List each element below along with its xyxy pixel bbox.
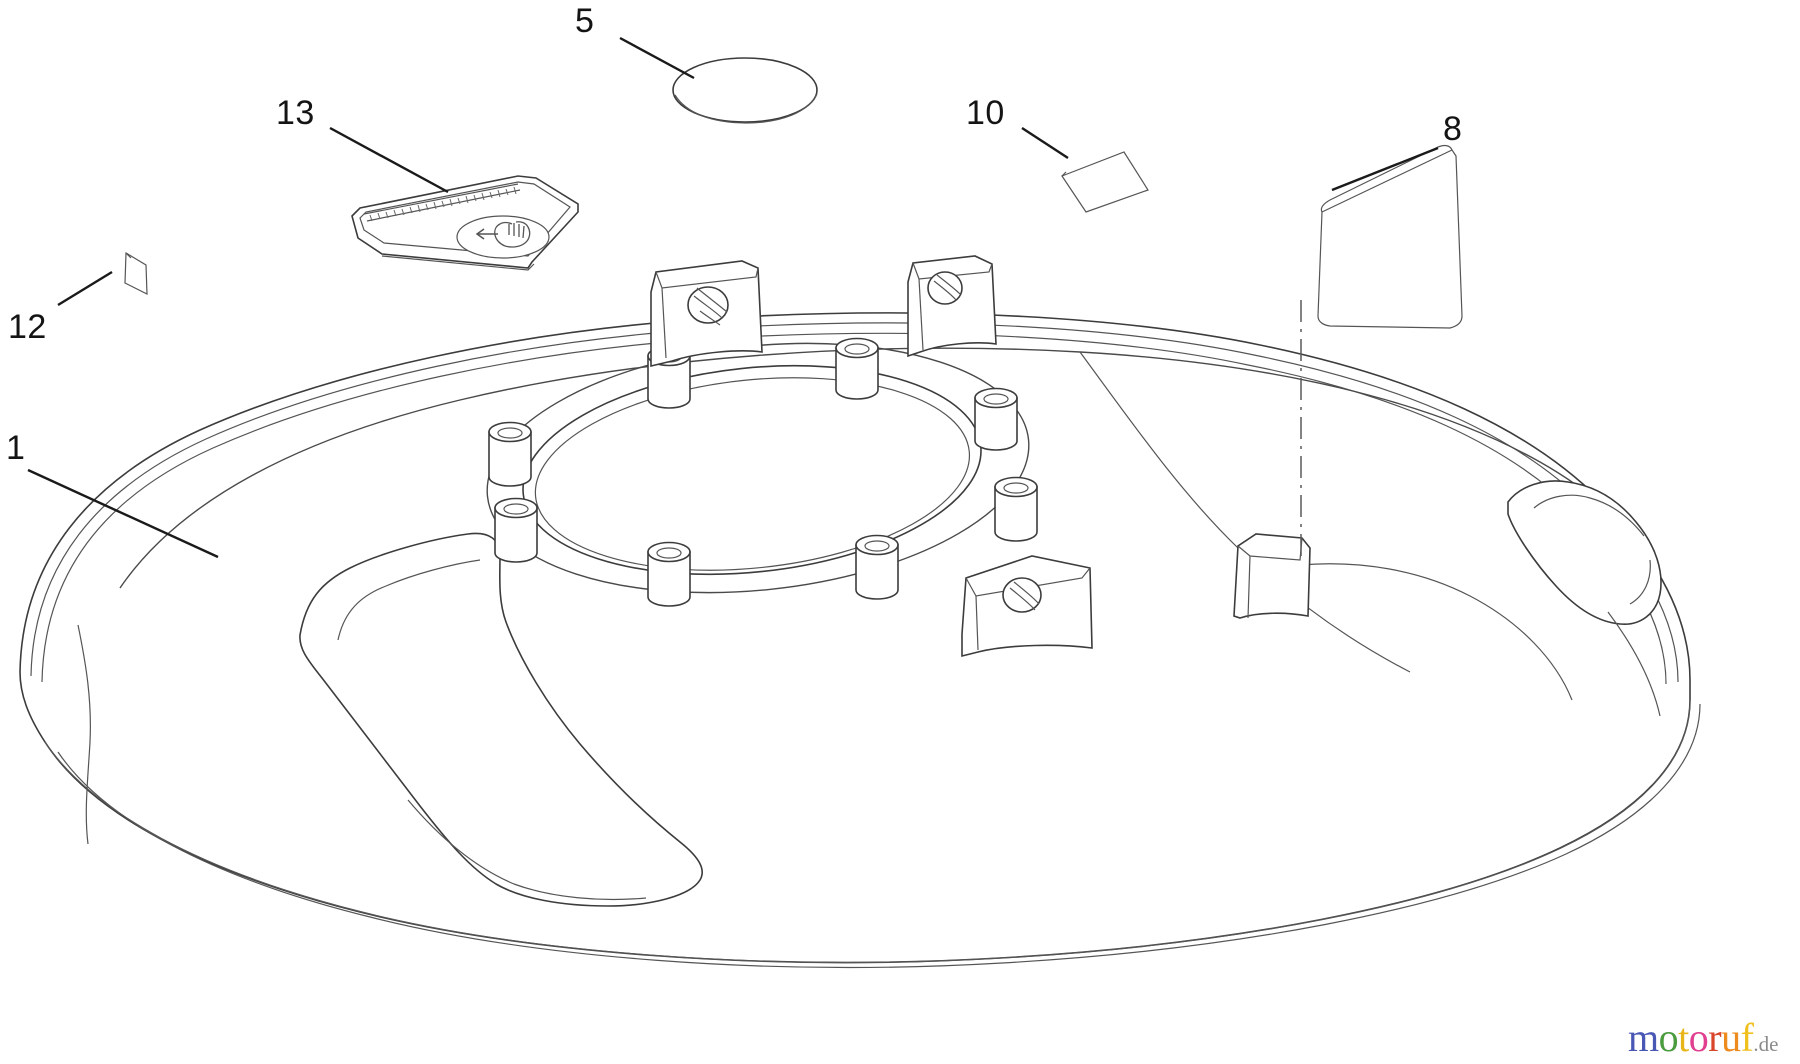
handle-recess-left-shadow <box>407 799 647 901</box>
deck-left-crease <box>77 624 91 845</box>
callout-number-8[interactable]: 8 <box>1443 110 1463 148</box>
callout-number-1[interactable]: 1 <box>6 429 26 467</box>
small-decal-strip[interactable] <box>1061 151 1149 213</box>
blade-spindle-cap-part[interactable] <box>672 57 818 124</box>
leader-line-8 <box>1331 146 1439 192</box>
watermark-letter-o1: o <box>1658 1015 1679 1060</box>
warning-decal-inner-border <box>359 181 571 257</box>
callout-number-13[interactable]: 13 <box>276 94 315 132</box>
deck-top-surface-break <box>119 347 1659 589</box>
watermark-suffix: .de <box>1753 1032 1779 1056</box>
watermark-letter-f: f <box>1740 1015 1754 1060</box>
handle-recess-right-edge <box>1629 559 1651 605</box>
boss-cylinder[interactable] <box>994 476 1038 542</box>
callout-leaders <box>27 36 1439 559</box>
warning-decal-ridge <box>363 183 519 215</box>
boss-cylinder[interactable] <box>974 387 1018 451</box>
deck-front-right-dip <box>1607 611 1661 717</box>
leader-line-1 <box>27 468 219 559</box>
handle-recess-left-inner <box>337 559 481 641</box>
boss-cylinder[interactable] <box>835 337 879 400</box>
large-decal-panel-edge <box>1321 149 1453 213</box>
small-decal-strip-part[interactable] <box>1061 151 1149 213</box>
boss-group <box>488 337 1038 607</box>
leader-line-13 <box>329 126 449 194</box>
boss-cylinder[interactable] <box>855 534 899 600</box>
deck-right-crease <box>1299 563 1573 701</box>
leader-line-10 <box>1021 126 1069 160</box>
warning-decal-hatching <box>369 186 517 222</box>
small-decal-strip-corner <box>1061 171 1067 177</box>
watermark-logo[interactable]: motoruf.de <box>1628 1018 1798 1058</box>
warning-decal-shadow <box>381 255 535 271</box>
blade-spindle-cap-edge <box>674 93 818 124</box>
watermark-letter-t: t <box>1678 1015 1689 1060</box>
callout-number-5[interactable]: 5 <box>575 2 595 40</box>
center-hub-opening-inner <box>534 377 971 571</box>
leader-line-12 <box>57 270 113 307</box>
mounting-bracket[interactable] <box>1233 533 1311 619</box>
deck-bottom-rim-2 <box>57 703 1701 969</box>
mounting-bracket[interactable] <box>907 255 997 358</box>
boss-cylinder[interactable] <box>494 497 538 563</box>
deck-housing-part[interactable] <box>19 255 1701 969</box>
hand-icon <box>475 221 531 248</box>
warning-decal-hand-part[interactable] <box>351 175 579 271</box>
boss-cylinder[interactable] <box>488 421 532 487</box>
large-decal-panel-part[interactable] <box>1317 144 1463 329</box>
mounting-bracket[interactable] <box>961 555 1093 658</box>
watermark-letter-m: m <box>1628 1015 1659 1060</box>
handle-recess-right[interactable] <box>1507 480 1662 625</box>
handle-recess-left[interactable] <box>299 532 704 907</box>
warning-pictogram-oval <box>456 215 550 259</box>
tiny-decal-tab[interactable] <box>124 251 148 295</box>
watermark-letter-u: u <box>1721 1015 1741 1060</box>
handle-recess-right-inner <box>1533 494 1645 537</box>
mounting-bracket[interactable] <box>650 260 763 368</box>
large-decal-panel[interactable] <box>1317 144 1463 329</box>
boss-cylinder[interactable] <box>647 541 691 607</box>
tiny-decal-tab-fold <box>125 252 132 259</box>
blade-spindle-cap[interactable] <box>672 57 818 123</box>
tiny-decal-tab-part[interactable] <box>124 251 148 295</box>
callout-number-12[interactable]: 12 <box>8 308 47 346</box>
watermark-letter-o2: o <box>1688 1015 1709 1060</box>
leader-line-5 <box>619 36 695 80</box>
callout-number-10[interactable]: 10 <box>966 94 1005 132</box>
deck-bottom-rim-1 <box>44 699 1691 964</box>
watermark-letter-r: r <box>1708 1015 1722 1060</box>
